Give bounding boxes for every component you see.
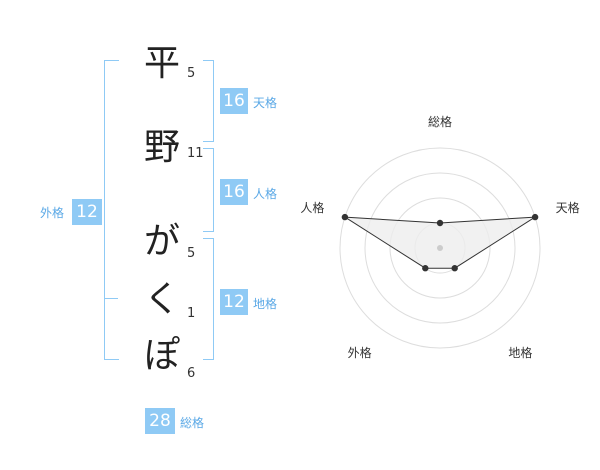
radar-point-5 xyxy=(341,213,349,221)
radar-grid-ring xyxy=(389,197,491,299)
gaikaku-bracket xyxy=(104,60,119,360)
stroke-count-3: 5 xyxy=(187,246,196,261)
radar-axis-label-4: 外格 xyxy=(348,345,372,360)
stroke-count-4: 1 xyxy=(187,306,196,321)
name-char-4: く xyxy=(143,279,180,320)
tenkaku-label: 天格 xyxy=(253,96,278,110)
name-char-1: 平 xyxy=(143,43,180,84)
radar-grid-ring xyxy=(364,172,516,324)
gaikaku-value: 12 xyxy=(72,199,102,225)
jinkaku-value: 16 xyxy=(220,179,248,205)
stroke-count-2: 11 xyxy=(187,146,204,161)
radar-point-1 xyxy=(436,219,444,227)
tenkaku-bracket xyxy=(203,60,214,142)
radar-point-3 xyxy=(451,265,458,272)
jinkaku-label: 人格 xyxy=(253,187,278,201)
chikaku-bracket xyxy=(203,238,214,360)
radar-grid-ring xyxy=(339,147,541,349)
stroke-count-5: 6 xyxy=(187,366,196,381)
radar-center-dot xyxy=(437,245,443,251)
stroke-count-1: 5 xyxy=(187,66,196,81)
jinkaku-bracket xyxy=(203,148,214,232)
name-char-2: 野 xyxy=(143,127,180,168)
radar-point-4 xyxy=(422,265,429,272)
radar-axis-label-1: 総格 xyxy=(428,114,452,129)
soukaku-value: 28 xyxy=(145,408,175,434)
gaikaku-divider xyxy=(104,298,118,299)
radar-axis-label-5: 人格 xyxy=(300,200,324,215)
name-char-3: が xyxy=(143,221,180,262)
radar-point-2 xyxy=(531,213,539,221)
soukaku-label: 総格 xyxy=(180,416,205,430)
radar-axis-label-2: 天格 xyxy=(556,200,580,215)
chikaku-label: 地格 xyxy=(253,297,278,311)
name-char-5: ぽ xyxy=(143,335,180,376)
radar-series-area xyxy=(344,216,536,269)
chikaku-value: 12 xyxy=(220,289,248,315)
tenkaku-value: 16 xyxy=(220,88,248,114)
gaikaku-label: 外格 xyxy=(40,206,65,220)
radar-axis-label-3: 地格 xyxy=(508,345,532,360)
